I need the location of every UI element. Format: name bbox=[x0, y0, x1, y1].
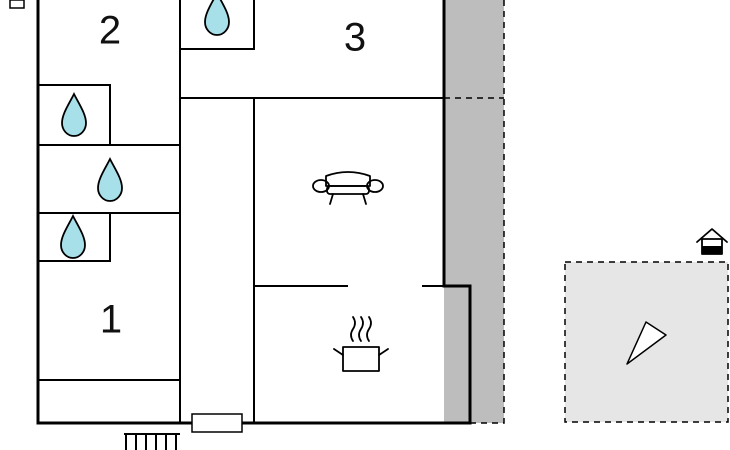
triangle-icon bbox=[626, 321, 667, 365]
room-label-3: 3 bbox=[344, 16, 366, 60]
water-drop-icon bbox=[97, 156, 123, 202]
sofa-icon bbox=[312, 171, 384, 205]
water-drop-icon bbox=[204, 0, 230, 36]
exterior-walls bbox=[36, 0, 472, 425]
water-drop-icon bbox=[61, 91, 87, 137]
cooking-pot-icon bbox=[333, 316, 389, 372]
room-label-2: 2 bbox=[99, 9, 121, 53]
window-marker bbox=[9, 0, 25, 9]
terrace-area bbox=[444, 0, 505, 424]
room-label-1: 1 bbox=[100, 298, 122, 342]
interior-walls bbox=[38, 0, 444, 423]
house-icon bbox=[696, 228, 728, 255]
entrance-step bbox=[191, 413, 243, 433]
fence-icon bbox=[124, 433, 180, 450]
water-drop-icon bbox=[60, 213, 86, 259]
water-drops bbox=[60, 0, 230, 259]
